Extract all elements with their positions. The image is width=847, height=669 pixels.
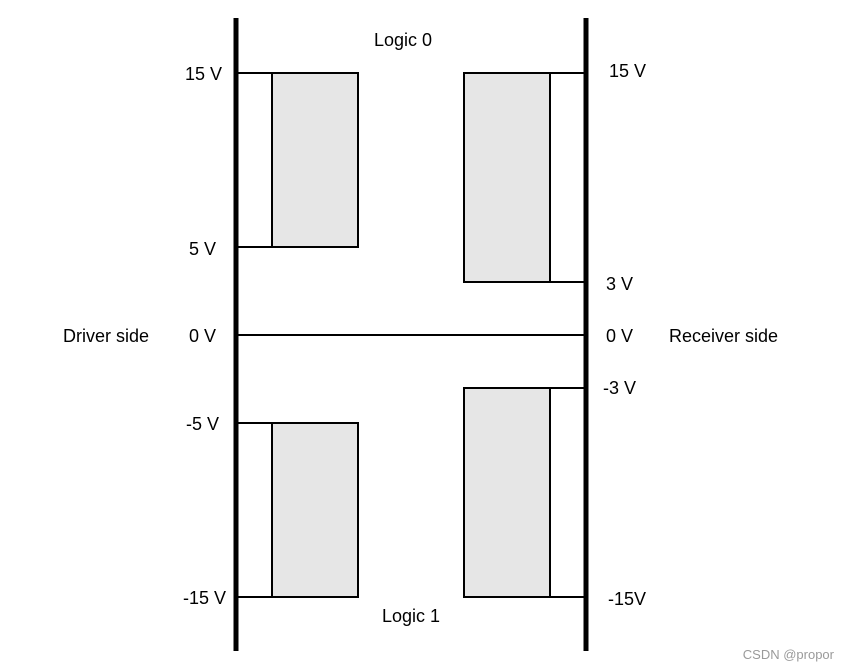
driver-0v-label: 0 V [189, 326, 216, 346]
logic1-title: Logic 1 [382, 606, 440, 626]
receiver-logic0-band [463, 72, 586, 283]
driver-side-label: Driver side [63, 326, 149, 346]
driver-logic1-band [236, 422, 359, 598]
driver-n5v-label: -5 V [186, 414, 219, 434]
receiver-logic1-band [463, 387, 586, 598]
receiver-0v-label: 0 V [606, 326, 633, 346]
driver-n15v-label: -15 V [183, 588, 226, 608]
receiver-side-label: Receiver side [669, 326, 778, 346]
receiver-n15v-label: -15V [608, 589, 646, 609]
driver-logic1-shaded [271, 422, 359, 598]
receiver-logic0-shaded [463, 72, 551, 283]
csdn-watermark: CSDN @propor [743, 647, 835, 662]
receiver-3v-label: 3 V [606, 274, 633, 294]
logic0-title: Logic 0 [374, 30, 432, 50]
receiver-15v-label: 15 V [609, 61, 646, 81]
receiver-logic1-shaded [463, 387, 551, 598]
driver-5v-label: 5 V [189, 239, 216, 259]
driver-15v-label: 15 V [185, 64, 222, 84]
driver-logic0-shaded [271, 72, 359, 248]
receiver-n3v-label: -3 V [603, 378, 636, 398]
driver-logic0-band [236, 72, 359, 248]
